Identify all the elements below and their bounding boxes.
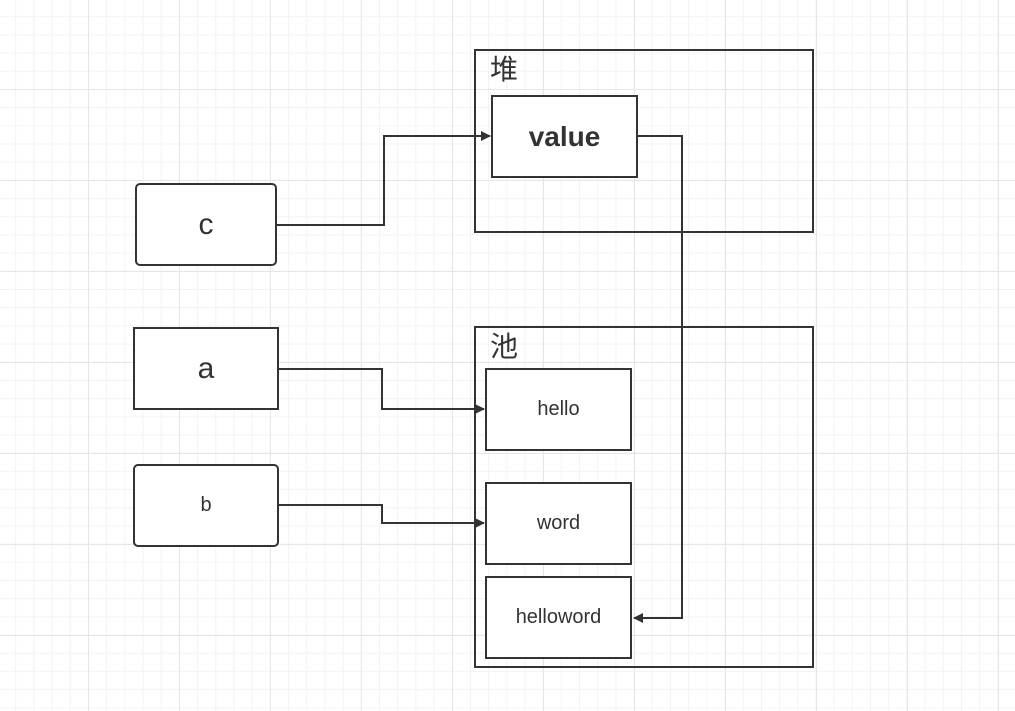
heap-value-box[interactable]: value (491, 95, 638, 178)
pool-item-helloword[interactable]: helloword (485, 576, 632, 659)
pool-label: 池 (490, 330, 519, 363)
connector-a-to-hello (279, 368, 485, 414)
variable-a-box[interactable]: a (133, 327, 279, 410)
connector-b-to-word (279, 504, 485, 528)
pool-item-word[interactable]: word (485, 482, 632, 565)
connector-c-to-value (277, 131, 491, 226)
variable-c-box[interactable]: c (135, 183, 277, 266)
pool-item-hello[interactable]: hello (485, 368, 632, 451)
heap-label: 堆 (490, 53, 519, 86)
variable-b-box[interactable]: b (133, 464, 279, 547)
